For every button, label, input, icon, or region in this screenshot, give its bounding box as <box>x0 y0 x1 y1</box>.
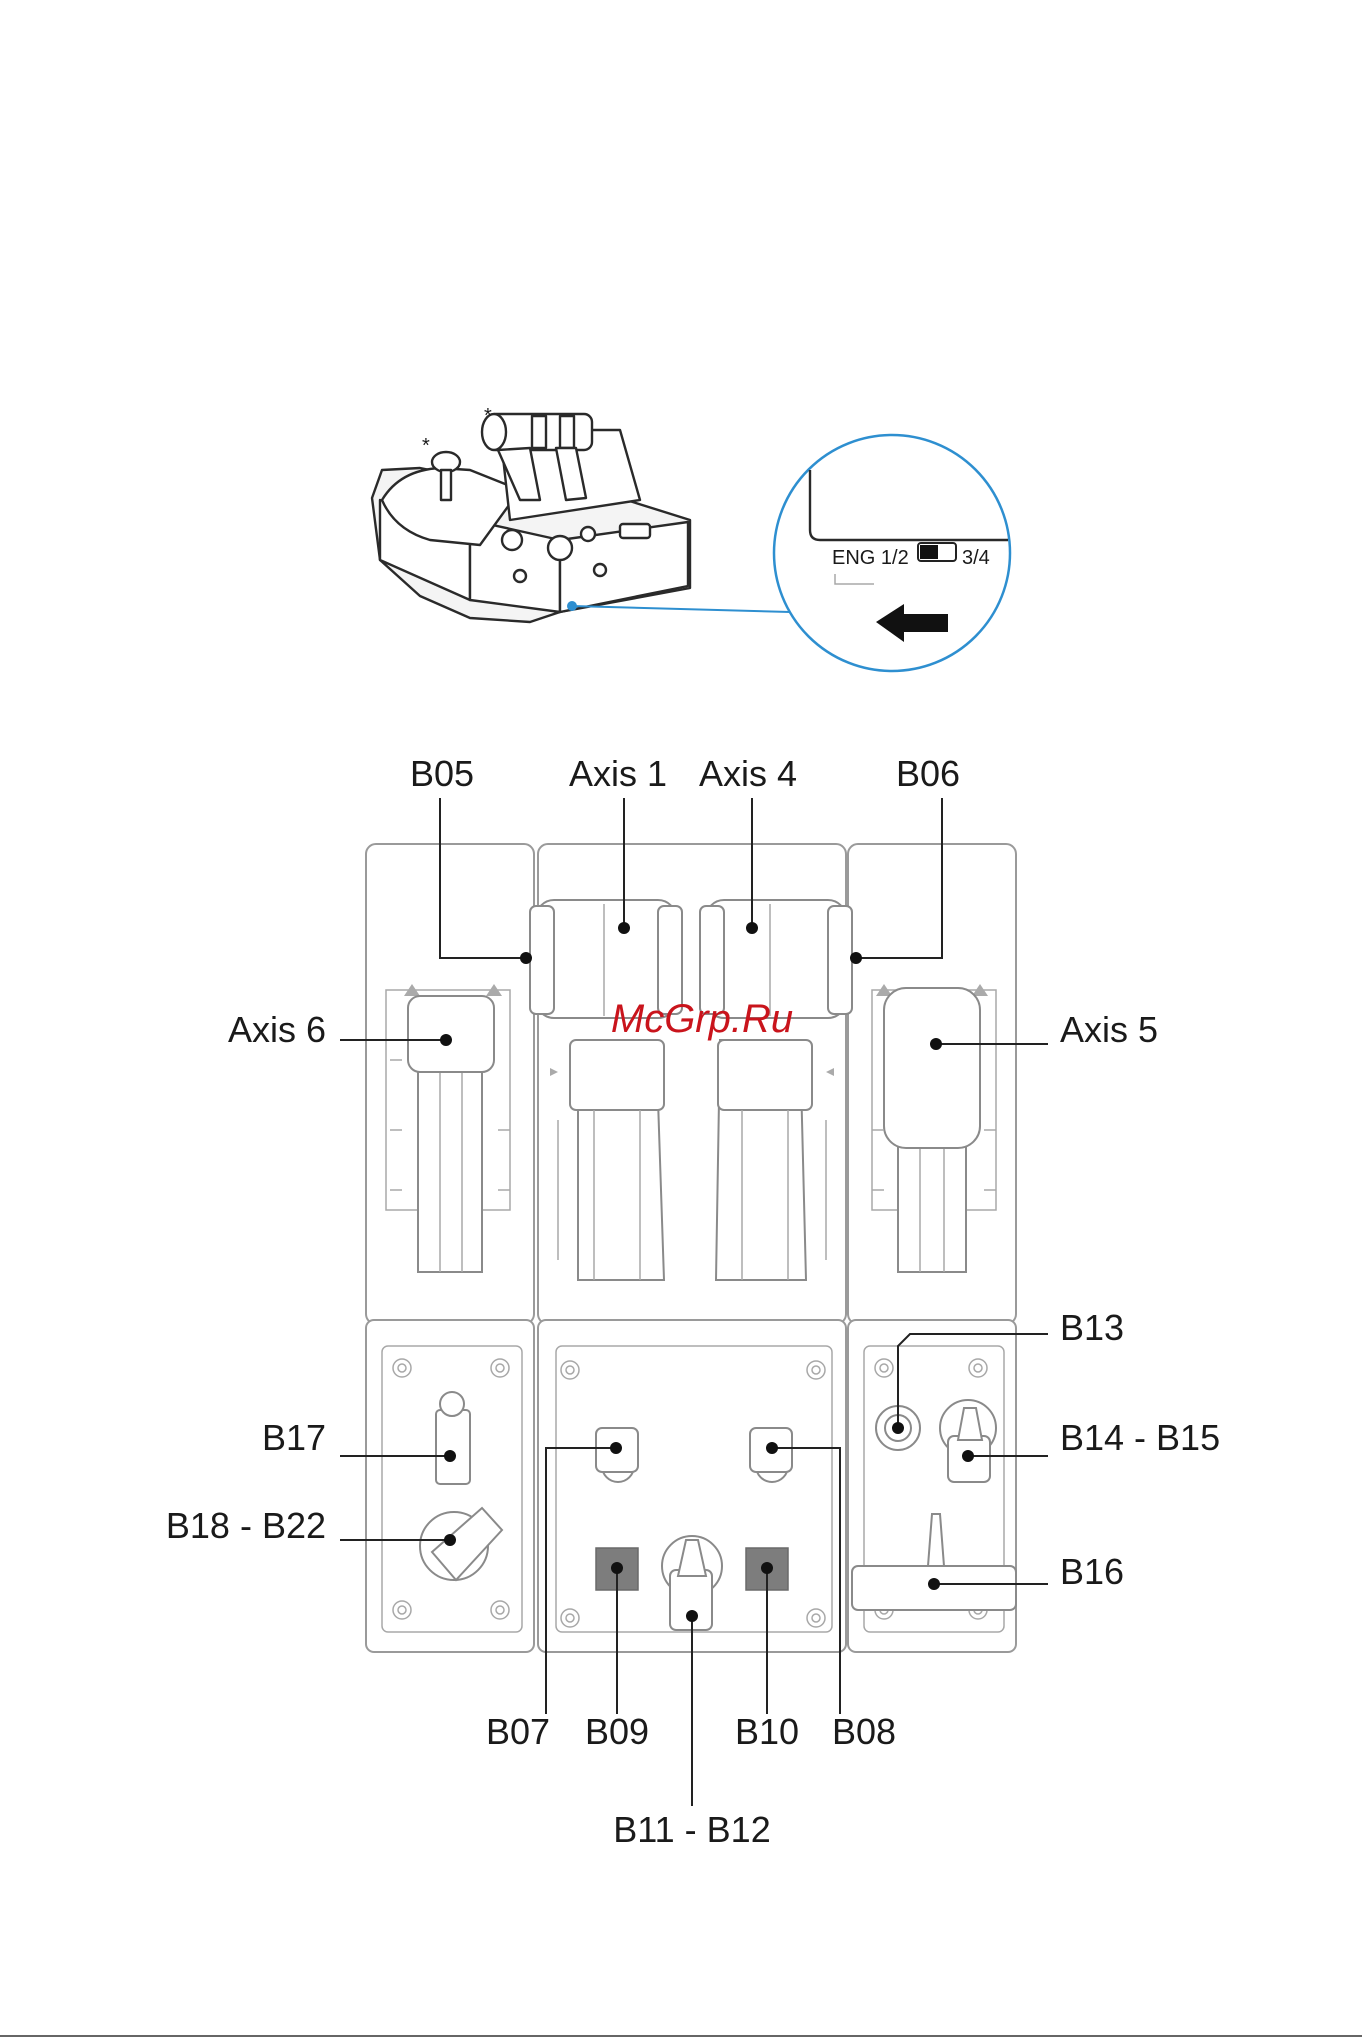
throttle-isometric-sketch: * * <box>372 405 790 622</box>
b14-b15-rotary[interactable] <box>940 1400 996 1482</box>
label-b10: B10 <box>735 1711 799 1752</box>
label-axis1: Axis 1 <box>569 753 667 794</box>
label-b09: B09 <box>585 1711 649 1752</box>
switch-label-eng12: ENG 1/2 <box>832 547 909 569</box>
asterisk-right: * <box>484 405 492 427</box>
label-b14-b15: B14 - B15 <box>1060 1417 1220 1458</box>
label-b05: B05 <box>410 753 474 794</box>
watermark-text: McGrp.Ru <box>611 997 793 1041</box>
label-axis6: Axis 6 <box>228 1009 326 1050</box>
label-b11-b12: B11 - B12 <box>613 1809 770 1850</box>
switch-callout: ENG 1/2 3/4 <box>774 435 1010 671</box>
label-b07: B07 <box>486 1711 550 1752</box>
asterisk-left: * <box>422 435 430 457</box>
label-b18-b22: B18 - B22 <box>166 1505 326 1546</box>
switch-label-34: 3/4 <box>962 547 990 569</box>
label-b06: B06 <box>896 753 960 794</box>
label-b16: B16 <box>1060 1551 1124 1592</box>
label-axis4: Axis 4 <box>699 753 797 794</box>
label-b08: B08 <box>832 1711 896 1752</box>
throttle-top-view <box>366 844 1016 1652</box>
label-b13: B13 <box>1060 1307 1124 1348</box>
label-b17: B17 <box>262 1417 326 1458</box>
label-axis5: Axis 5 <box>1060 1009 1158 1050</box>
